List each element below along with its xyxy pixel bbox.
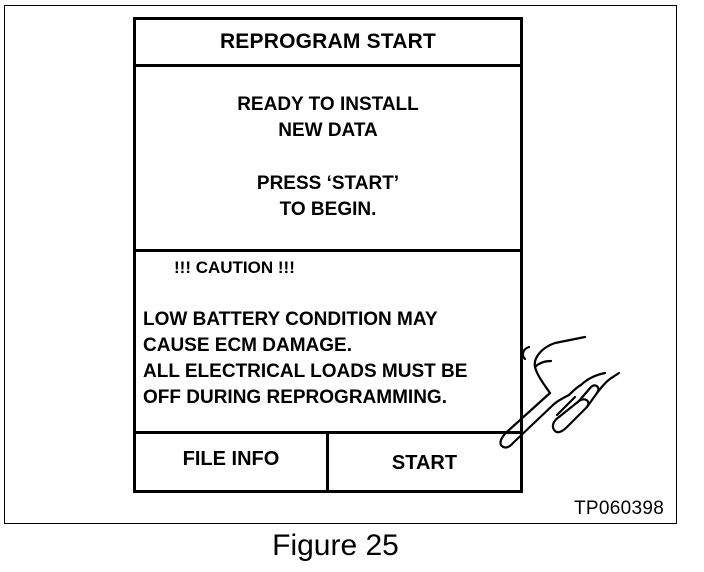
start-button[interactable]: START [329, 434, 520, 490]
caution-panel: !!! CAUTION !!! LOW BATTERY CONDITION MA… [136, 252, 520, 434]
message-line: PRESS ‘START’ [256, 173, 400, 194]
file-info-button[interactable]: FILE INFO [136, 434, 329, 490]
button-row: FILE INFO START [136, 434, 520, 490]
message-panel: READY TO INSTALL NEW DATA PRESS ‘START’ … [136, 67, 520, 252]
pointing-hand-icon [499, 335, 621, 449]
screen-title: REPROGRAM START [136, 20, 520, 67]
file-info-label: FILE INFO [182, 447, 280, 470]
message-line: NEW DATA [278, 120, 378, 141]
caution-line: OFF DURING REPROGRAMMING. [143, 387, 447, 408]
figure-frame [4, 5, 677, 524]
caution-line: ALL ELECTRICAL LOADS MUST BE [143, 361, 468, 382]
start-label: START [391, 451, 458, 474]
reprogram-screen: REPROGRAM START READY TO INSTALL NEW DAT… [133, 17, 523, 493]
reference-code: TP060398 [574, 498, 665, 519]
figure-caption: Figure 25 [272, 529, 399, 562]
message-line: READY TO INSTALL [237, 94, 419, 115]
caution-line: CAUSE ECM DAMAGE. [143, 335, 353, 356]
caution-heading: !!! CAUTION !!! [174, 258, 295, 277]
caution-line: LOW BATTERY CONDITION MAY [143, 309, 438, 330]
message-line: TO BEGIN. [279, 199, 377, 220]
